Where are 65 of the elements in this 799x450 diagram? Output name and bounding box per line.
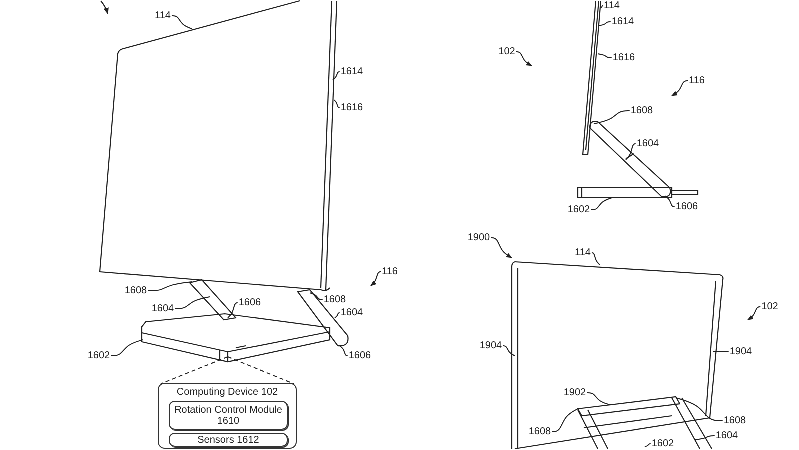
reference-numeral: 102 bbox=[498, 46, 516, 58]
reference-numeral: 1608 bbox=[724, 416, 746, 426]
reference-numeral: 1604 bbox=[152, 304, 174, 314]
reference-numeral: 116 bbox=[689, 76, 705, 86]
leader-line bbox=[598, 22, 612, 26]
leader-line bbox=[334, 100, 340, 108]
reference-arrow bbox=[748, 306, 762, 320]
leader-line bbox=[694, 436, 716, 440]
reference-numeral: 1616 bbox=[612, 52, 636, 64]
leader-line bbox=[171, 16, 192, 30]
reference-arrow bbox=[370, 272, 382, 286]
leader-line bbox=[676, 398, 724, 422]
reference-numeral: 1606 bbox=[676, 202, 698, 212]
leader-line bbox=[110, 340, 144, 356]
component-block bbox=[158, 383, 297, 449]
leader-line bbox=[174, 296, 210, 310]
reference-numeral: 1606 bbox=[238, 298, 262, 308]
leader-line bbox=[332, 72, 340, 80]
dashed-callout-line bbox=[160, 356, 228, 384]
reference-arrow bbox=[671, 80, 689, 96]
leader-line bbox=[334, 312, 340, 318]
reference-numeral: 1614 bbox=[340, 66, 364, 78]
reference-numeral: 1904 bbox=[480, 340, 502, 352]
leader-line bbox=[502, 346, 516, 356]
leader-line bbox=[600, 6, 604, 8]
leader-line bbox=[626, 144, 636, 160]
leader-line bbox=[590, 198, 612, 210]
reference-numeral: 1606 bbox=[348, 350, 372, 362]
reference-numeral: 1608 bbox=[528, 426, 552, 438]
reference-numeral: 102 bbox=[762, 302, 778, 312]
reference-numeral: 1902 bbox=[564, 388, 586, 398]
leader-line bbox=[228, 302, 238, 318]
reference-numeral: 1602 bbox=[88, 350, 110, 362]
reference-numeral: 1602 bbox=[568, 204, 590, 216]
reference-numeral: 114 bbox=[155, 10, 171, 22]
reference-numeral: 1602 bbox=[652, 438, 674, 450]
reference-numeral: 1604 bbox=[716, 430, 738, 442]
leader-line bbox=[552, 408, 578, 432]
reference-numeral: 1608 bbox=[630, 106, 654, 116]
reference-numeral: 1608 bbox=[324, 294, 346, 306]
reference-numeral: 1900 bbox=[468, 232, 490, 244]
reference-arrow bbox=[490, 238, 513, 258]
reference-numeral: 1604 bbox=[636, 138, 660, 150]
leader-line bbox=[340, 346, 348, 356]
reference-numeral: 1604 bbox=[340, 308, 364, 318]
leader-line bbox=[594, 110, 630, 124]
block-title: Computing Device 102 bbox=[176, 387, 280, 398]
leader-line bbox=[664, 196, 676, 208]
module-block: Sensors 1612 bbox=[169, 433, 288, 447]
reference-numeral: 114 bbox=[604, 0, 620, 12]
reference-numeral: 1616 bbox=[340, 102, 364, 114]
dashed-callout-line bbox=[228, 356, 294, 384]
leader-line bbox=[591, 252, 600, 266]
reference-numeral: 1608 bbox=[124, 286, 148, 296]
reference-numeral: 1904 bbox=[730, 346, 752, 358]
leader-line bbox=[586, 392, 610, 406]
reference-numeral: 1614 bbox=[612, 16, 634, 28]
reference-arrow bbox=[516, 52, 533, 66]
reference-numeral: 116 bbox=[382, 266, 398, 278]
leader-line bbox=[310, 292, 324, 300]
leader-line bbox=[148, 282, 192, 292]
module-block: Rotation Control Module 1610 bbox=[169, 401, 288, 430]
leader-line bbox=[598, 54, 612, 58]
leader-line bbox=[644, 444, 652, 448]
reference-numeral: 114 bbox=[575, 248, 591, 258]
